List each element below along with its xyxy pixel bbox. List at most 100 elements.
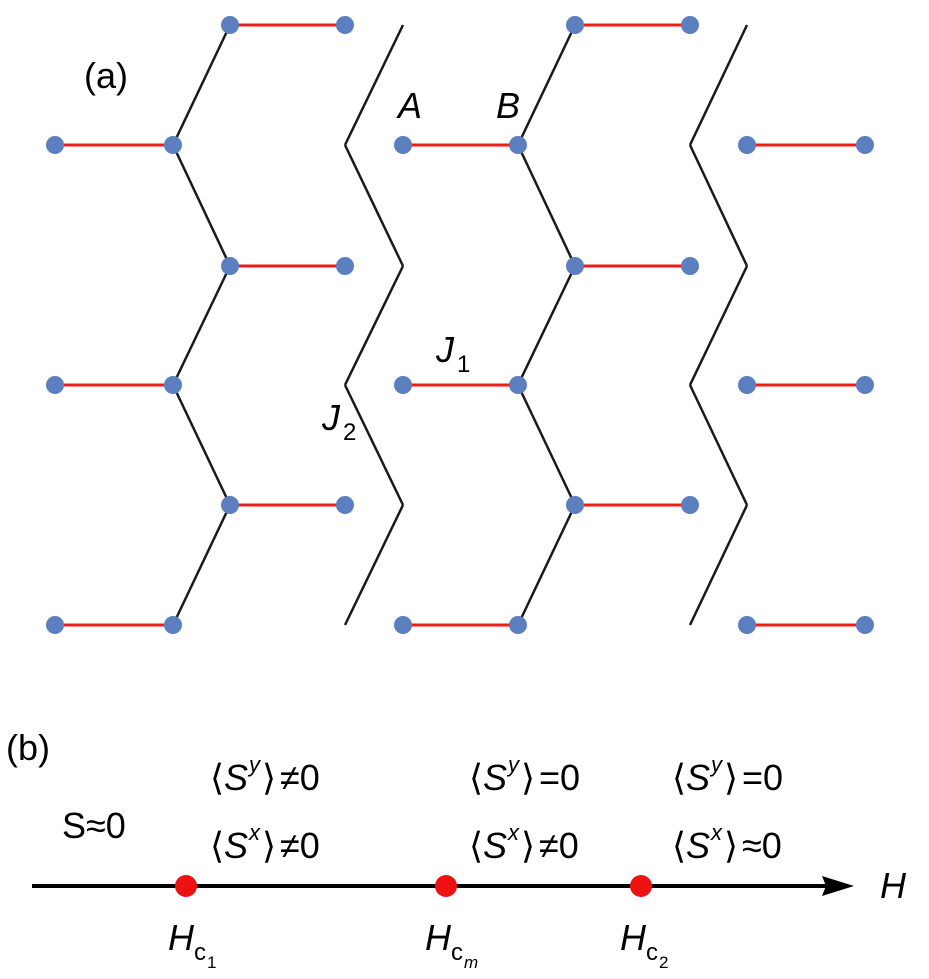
bond-j2-symbol: J [321, 397, 341, 438]
phase-4-sy-expression: ⟨ S y ⟩ =0 [672, 752, 783, 798]
phase-2-sx-expression: ⟨ S x ⟩ ≠0 [210, 820, 320, 866]
lattice-site [856, 616, 874, 634]
lattice-site [164, 616, 182, 634]
lattice-site [738, 376, 756, 394]
sy-superscript: y [709, 752, 724, 777]
lattice-site [46, 136, 64, 154]
j2-bond [688, 144, 749, 267]
j2-bond [688, 384, 749, 506]
critical-point-hc2 [630, 875, 652, 897]
bond-j2-subscript: 2 [343, 419, 356, 446]
critical-point-label-hc1: H c 1 [168, 917, 216, 972]
hc2-subsub: 2 [659, 953, 668, 972]
j2-bond [171, 24, 232, 146]
bond-j1-subscript: 1 [457, 351, 470, 378]
axis-arrowhead [822, 876, 854, 896]
hc2-sub: c [646, 939, 658, 966]
lattice-site [164, 376, 182, 394]
lattice-site [681, 16, 699, 34]
bond-j2-label: J 2 [321, 397, 356, 446]
left-bracket: ⟨ [469, 757, 483, 798]
sx-symbol: S [686, 825, 710, 866]
lattice-site [509, 616, 527, 634]
lattice-site [738, 616, 756, 634]
sy-relation: ≠0 [280, 757, 320, 798]
j2-bond [516, 265, 577, 386]
sy-superscript: y [506, 752, 521, 777]
sy-symbol: S [224, 757, 248, 798]
right-bracket: ⟩ [521, 757, 535, 798]
lattice-site [46, 376, 64, 394]
hc1-main: H [168, 917, 195, 958]
j1-bonds [55, 23, 865, 627]
j2-bond [343, 504, 405, 626]
hcm-subsub: m [464, 953, 478, 972]
bond-j1-symbol: J [435, 329, 455, 370]
j2-bond [171, 504, 232, 626]
hc1-subsub: 1 [207, 953, 216, 972]
sx-relation: ≈0 [742, 825, 782, 866]
left-bracket: ⟨ [469, 825, 483, 866]
hcm-main: H [425, 917, 452, 958]
j2-bond [343, 265, 405, 386]
lattice-site [221, 257, 239, 275]
critical-point-label-hcm: H c m [425, 917, 478, 972]
lattice-site [336, 496, 354, 514]
lattice-site [164, 136, 182, 154]
lattice-site [681, 257, 699, 275]
j2-bonds [171, 24, 749, 626]
left-bracket: ⟨ [210, 757, 224, 798]
lattice-site [394, 616, 412, 634]
j2-bond [688, 504, 749, 626]
j2-bond [516, 504, 577, 626]
critical-point-hc1 [175, 875, 197, 897]
lattice-site [394, 376, 412, 394]
lattice-site [221, 496, 239, 514]
site-b-label: B [496, 85, 520, 126]
phase-3-sy-expression: ⟨ S y ⟩ =0 [469, 752, 580, 798]
sx-relation: ≠0 [539, 825, 579, 866]
field-axis: H [32, 865, 907, 906]
axis-label: H [880, 865, 907, 906]
right-bracket: ⟩ [262, 825, 276, 866]
sy-symbol: S [483, 757, 507, 798]
sx-superscript: x [710, 820, 723, 845]
right-bracket: ⟩ [724, 757, 738, 798]
hc2-main: H [620, 917, 647, 958]
lattice-site [221, 16, 239, 34]
lattice-site [566, 496, 584, 514]
left-bracket: ⟨ [210, 825, 224, 866]
left-bracket: ⟨ [672, 825, 686, 866]
site-a-label: A [396, 85, 422, 126]
j2-bond [688, 265, 749, 386]
lattice-site [566, 257, 584, 275]
sy-superscript: y [247, 752, 262, 777]
phase-4-sx-expression: ⟨ S x ⟩ ≈0 [672, 820, 782, 866]
honeycomb-lattice [46, 16, 874, 634]
j2-bond [171, 265, 232, 386]
sy-relation: =0 [539, 757, 580, 798]
lattice-site [46, 616, 64, 634]
sx-superscript: x [507, 820, 520, 845]
sy-symbol: S [686, 757, 710, 798]
lattice-site [566, 16, 584, 34]
panel-a-label: (a) [84, 55, 128, 96]
lattice-site [336, 257, 354, 275]
j2-bond [171, 384, 232, 506]
j2-bond [516, 144, 577, 267]
sx-relation: ≠0 [280, 825, 320, 866]
j2-bond [516, 384, 577, 506]
lattice-site [681, 496, 699, 514]
right-bracket: ⟩ [262, 757, 276, 798]
right-bracket: ⟩ [521, 825, 535, 866]
lattice-site [856, 376, 874, 394]
lattice-site [738, 136, 756, 154]
panel-b-label: (b) [6, 727, 50, 768]
left-bracket: ⟨ [672, 757, 686, 798]
phase-2-sy-expression: ⟨ S y ⟩ ≠0 [210, 752, 320, 798]
critical-point-label-hc2: H c 2 [620, 917, 668, 972]
j2-bond [343, 144, 405, 267]
hcm-sub: c [451, 939, 463, 966]
lattice-site [509, 376, 527, 394]
